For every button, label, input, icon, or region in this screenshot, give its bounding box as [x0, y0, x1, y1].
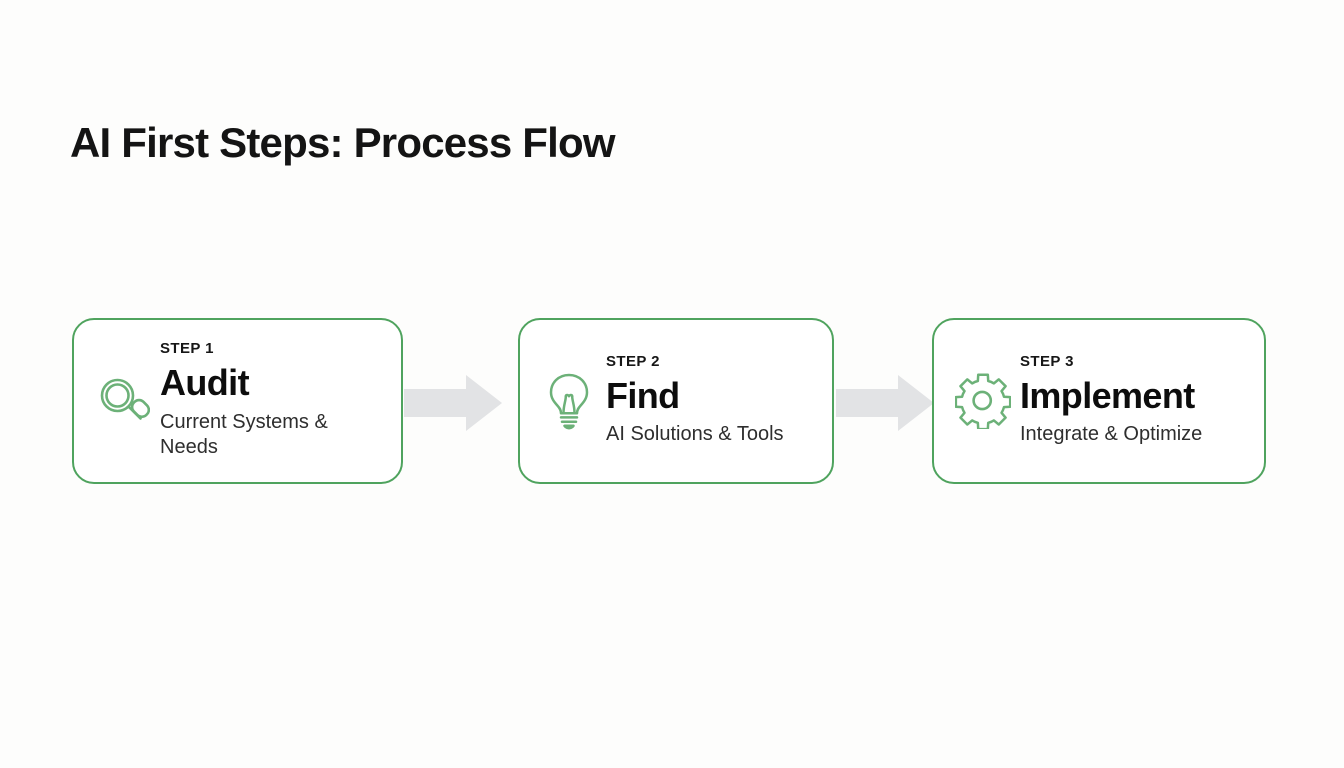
step-heading-1: Audit — [160, 361, 250, 403]
gear-icon — [952, 365, 1014, 437]
arrow-step2-to-step3 — [836, 375, 934, 431]
step-heading-2: Find — [606, 374, 680, 416]
step-card-2[interactable]: STEP 2 Find AI Solutions & Tools — [518, 318, 834, 484]
arrow-step1-to-step2 — [404, 375, 502, 431]
step-label-1: STEP 1 — [160, 340, 214, 358]
step-card-2-text: STEP 2 Find AI Solutions & Tools — [606, 354, 818, 448]
step-heading-3: Implement — [1020, 374, 1195, 416]
step-description-2: AI Solutions & Tools — [606, 423, 784, 446]
step-label-3: STEP 3 — [1020, 353, 1074, 371]
step-card-1-text: STEP 1 Audit Current Systems & Needs — [160, 341, 387, 460]
lightbulb-icon — [538, 365, 600, 437]
step-description-3: Integrate & Optimize — [1020, 423, 1203, 446]
process-flow-row: STEP 1 Audit Current Systems & Needs — [0, 318, 1344, 488]
step-card-3-text: STEP 3 Implement Integrate & Optimize — [1020, 354, 1250, 448]
page-title: AI First Steps: Process Flow — [70, 119, 616, 166]
step-label-2: STEP 2 — [606, 353, 660, 371]
step-description-1: Current Systems & Needs — [160, 410, 328, 459]
step-card-1[interactable]: STEP 1 Audit Current Systems & Needs — [72, 318, 403, 484]
step-card-3[interactable]: STEP 3 Implement Integrate & Optimize — [932, 318, 1266, 484]
magnifier-icon — [92, 365, 154, 437]
